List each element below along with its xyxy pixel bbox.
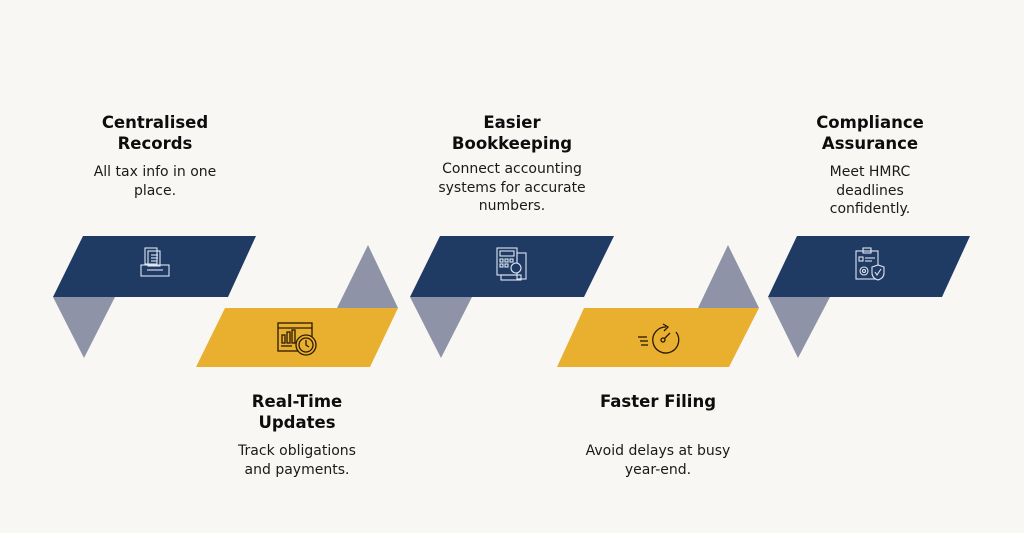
calculator-dollar-icon (496, 247, 527, 281)
filing-box-icon (140, 247, 170, 277)
grey-triangle-2 (337, 245, 398, 308)
gold-band-4 (557, 308, 759, 367)
step-title: Faster Filing (599, 392, 716, 411)
dashboard-clock-icon (277, 322, 317, 356)
grey-triangle-3 (410, 297, 472, 358)
grey-triangle-5 (768, 297, 830, 358)
gold-band-2 (196, 308, 398, 367)
navy-band-5 (768, 236, 970, 297)
clipboard-shield-icon (855, 247, 885, 281)
grey-triangle-1 (53, 297, 115, 358)
grey-triangle-4 (698, 245, 759, 308)
fast-timer-icon (638, 323, 680, 354)
